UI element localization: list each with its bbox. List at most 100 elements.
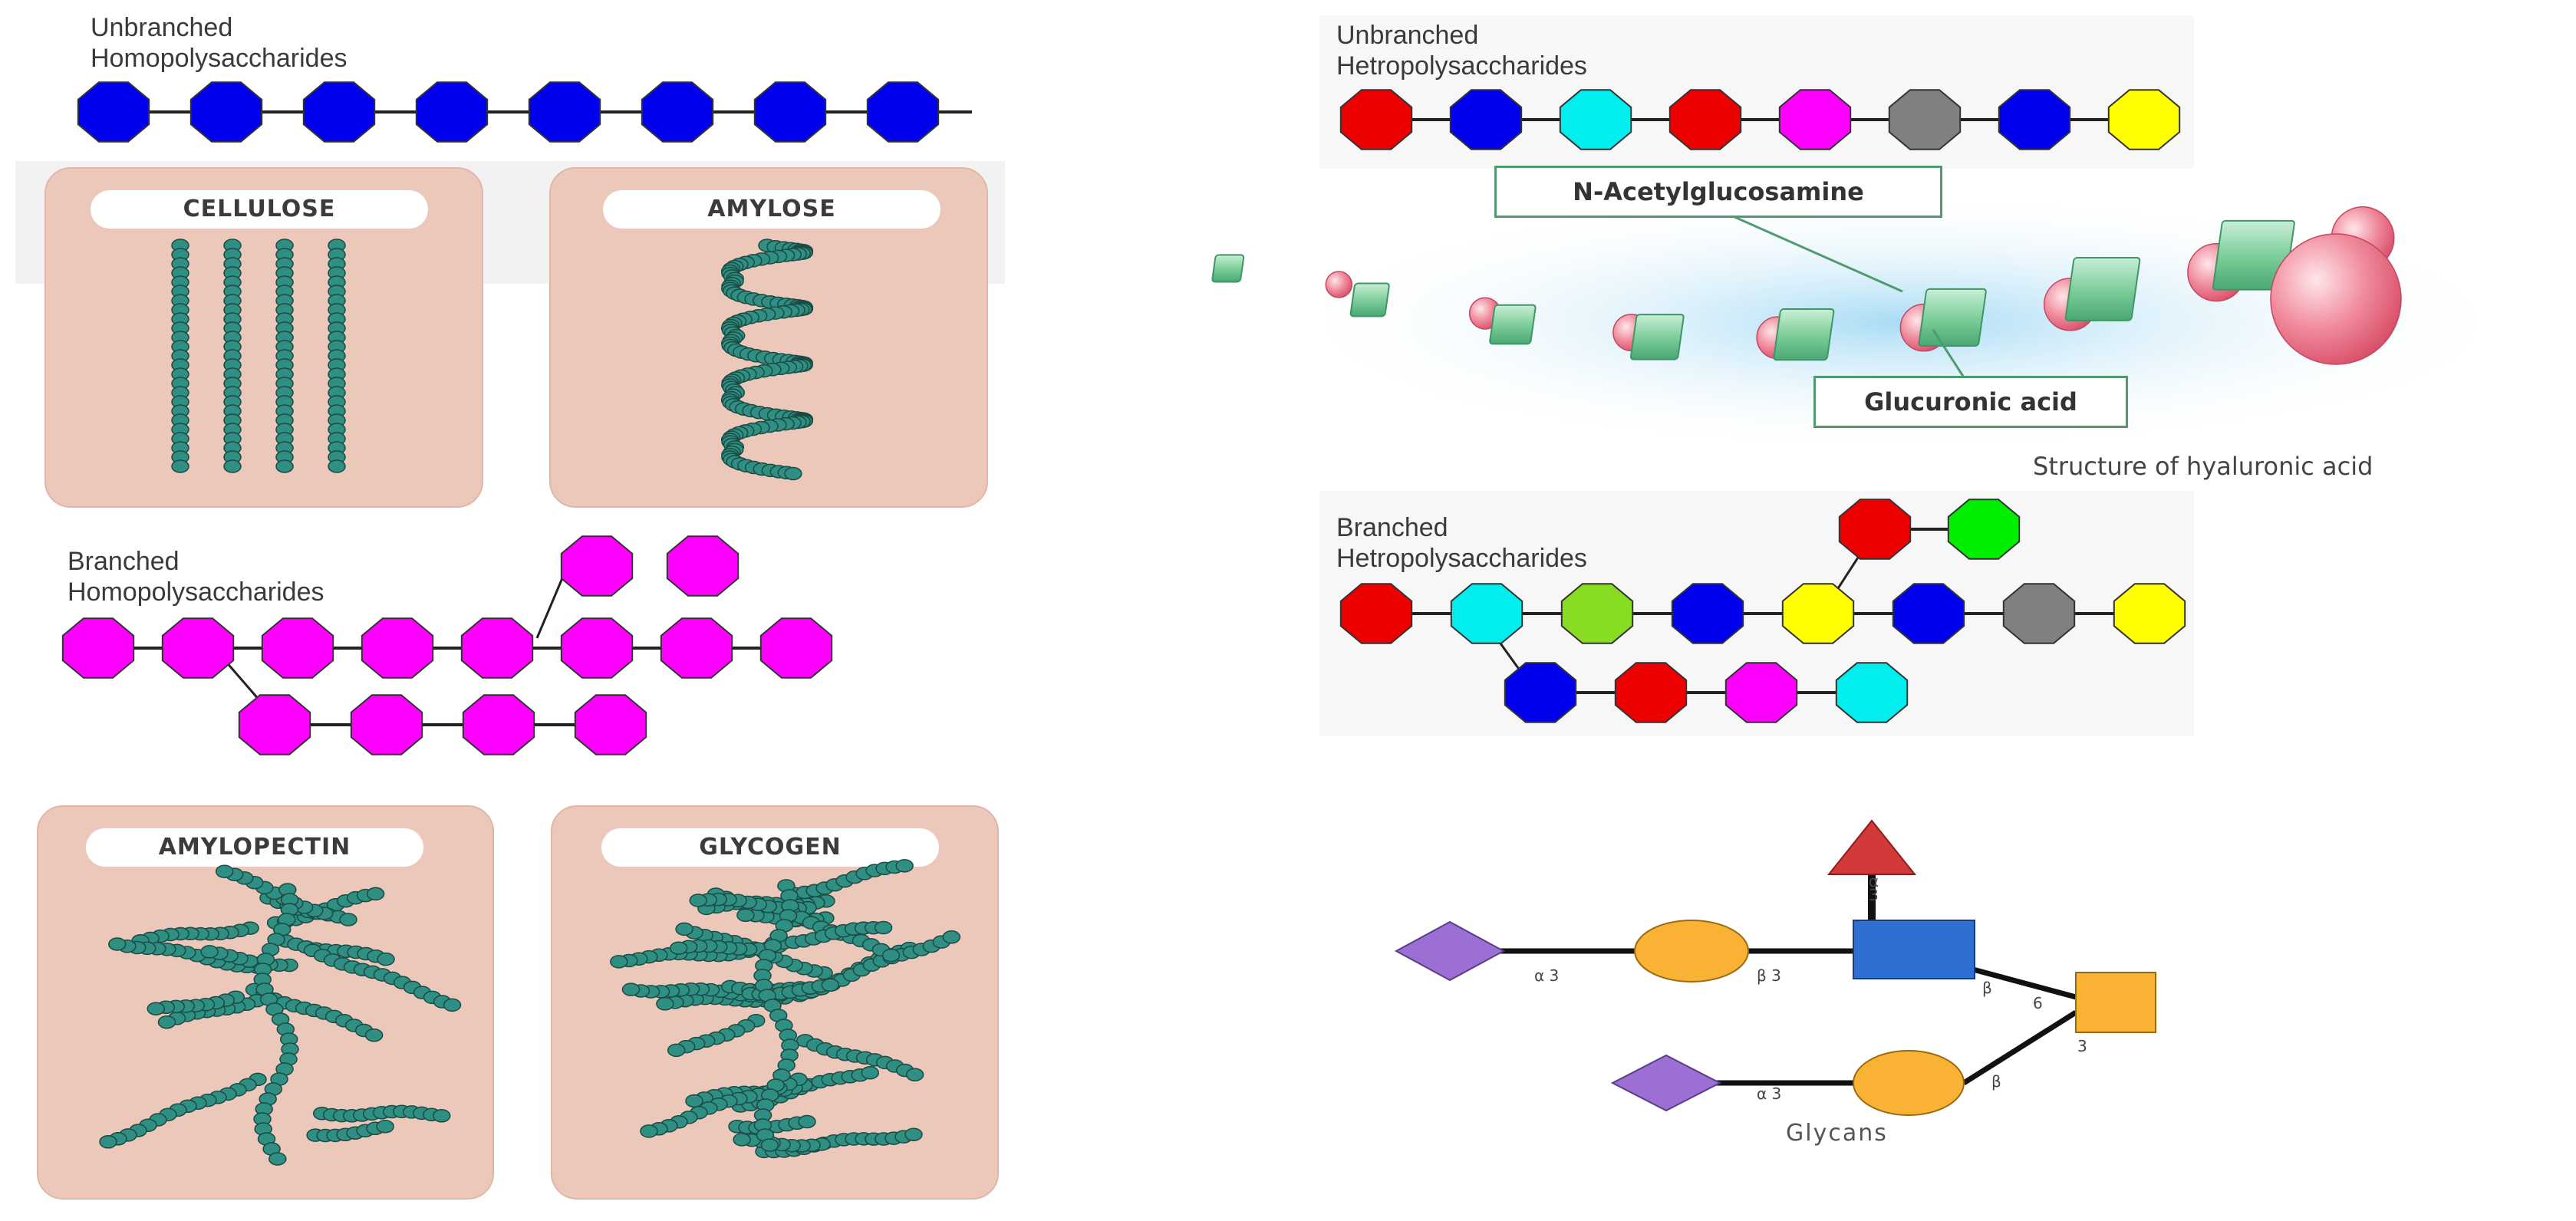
sugar-unit <box>866 81 940 143</box>
sugar-unit <box>261 617 334 679</box>
label-line: Branched <box>68 547 180 576</box>
glucose-bead <box>905 1068 924 1081</box>
callout-leader <box>1725 212 1903 293</box>
sugar-unit <box>1450 583 1524 644</box>
glucose-bead <box>669 941 688 955</box>
glcnac-square <box>1853 920 1975 979</box>
glcnac-square-yellow <box>2075 972 2156 1033</box>
sugar-unit <box>560 535 634 597</box>
glucose-bead <box>736 908 755 923</box>
sugar-unit <box>2002 583 2076 644</box>
sugar-unit <box>302 81 376 143</box>
linkage-a3-bottom: α 3 <box>1757 1084 1782 1103</box>
glucose-bead <box>733 1133 751 1147</box>
sialic-acid-diamond <box>1394 920 1506 982</box>
sugar-unit <box>1559 89 1632 150</box>
sugar-unit <box>462 694 535 755</box>
glucose-bead <box>667 1043 686 1058</box>
sugar-unit <box>528 81 601 143</box>
sugar-unit <box>759 617 833 679</box>
sugar-unit <box>415 81 489 143</box>
n-acetylglucosamine-unit <box>1211 254 1245 283</box>
sugar-unit <box>460 617 534 679</box>
glucose-bead <box>328 459 346 473</box>
sugar-unit <box>560 617 634 679</box>
sugar-unit <box>1998 89 2071 150</box>
glucose-bead <box>223 459 242 473</box>
glucose-bead <box>656 997 674 1011</box>
glycans-caption: Glycans <box>1786 1120 1888 1147</box>
glucuronic-acid-callout: Glucuronic acid <box>1813 376 2128 428</box>
glucose-bead <box>621 982 641 996</box>
galactose-circle <box>1634 920 1749 982</box>
sugar-unit <box>2113 583 2186 644</box>
sugar-chains <box>61 81 2186 755</box>
sugar-unit <box>77 81 150 143</box>
glucose-bead <box>610 955 628 969</box>
glucose-bead <box>377 952 395 966</box>
sugar-unit <box>574 694 647 755</box>
n-acetylglucosamine-unit <box>2064 257 2141 321</box>
sugar-unit <box>666 535 740 597</box>
glucose-bead <box>443 998 462 1012</box>
sugar-unit <box>1838 499 1912 560</box>
sugar-unit <box>660 617 733 679</box>
glucose-bead <box>215 864 234 879</box>
n-acetylglucosamine-callout: N-Acetylglucosamine <box>1494 166 1942 218</box>
glucose-bead <box>685 1094 703 1108</box>
sugar-unit <box>1671 583 1744 644</box>
sugar-unit <box>189 81 263 143</box>
sugar-unit <box>1614 662 1688 723</box>
branched-hetero-label: Branched Hetropolysaccharides <box>1336 512 1587 574</box>
glycan-structure <box>1394 819 2156 1116</box>
label-line: Unbranched <box>1336 21 1479 50</box>
label-line: Unbranched <box>91 13 233 42</box>
n-acetylglucosamine-unit <box>1773 308 1835 361</box>
branched-homo-label: Branched Homopolysaccharides <box>68 546 324 607</box>
hyaluronic-strand <box>1211 192 2532 453</box>
linkage-a3-vertical: α3 <box>1869 872 1879 904</box>
glucuronic-acid-unit <box>2270 233 2402 365</box>
linkage-3: 3 <box>2077 1037 2087 1055</box>
sugar-unit <box>1888 89 1962 150</box>
sugar-unit <box>641 81 714 143</box>
glucose-bead <box>861 1065 879 1080</box>
linkage-b3-top: β 3 <box>1757 966 1781 985</box>
linkage-b-right: β <box>1982 979 1992 997</box>
glucuronic-acid-unit <box>1325 271 1353 298</box>
hyaluronic-caption: Structure of hyaluronic acid <box>2033 452 2373 481</box>
glucose-bead <box>640 1124 658 1138</box>
sugar-unit <box>753 81 827 143</box>
fucose-triangle <box>1827 819 1917 875</box>
n-acetylglucosamine-unit <box>1349 282 1390 318</box>
glucose-bead <box>821 978 840 992</box>
glucose-bead <box>200 945 219 959</box>
cellulose-title: CELLULOSE <box>91 190 428 229</box>
glucose-bead <box>760 1138 779 1152</box>
glucose-bead <box>366 887 385 901</box>
glucose-bead <box>157 1015 176 1029</box>
sugar-unit <box>1781 583 1855 644</box>
glucose-bead <box>147 1002 166 1015</box>
glucose-bead <box>689 894 707 907</box>
linkage-6: 6 <box>2033 994 2043 1012</box>
glucose-bead <box>675 922 693 936</box>
sugar-unit <box>161 617 235 679</box>
sugar-unit <box>61 617 135 679</box>
glucose-bead <box>99 1135 117 1149</box>
n-acetylglucosamine-unit <box>1629 314 1685 360</box>
glucose-strands <box>99 239 961 1166</box>
label-line: Hetropolysaccharides <box>1336 544 1587 573</box>
sugar-unit <box>1560 583 1634 644</box>
label-line: Branched <box>1336 513 1448 542</box>
sugar-unit <box>1835 662 1909 723</box>
glucose-bead <box>268 1152 287 1166</box>
sugar-unit <box>350 694 423 755</box>
sugar-unit <box>238 694 311 755</box>
unbranched-hetero-label: Unbranched Hetropolysaccharides <box>1336 20 1587 81</box>
label-line: Homopolysaccharides <box>68 578 324 607</box>
glucose-bead <box>895 859 914 873</box>
amylose-title: AMYLOSE <box>603 190 940 229</box>
sugar-unit <box>1449 89 1523 150</box>
